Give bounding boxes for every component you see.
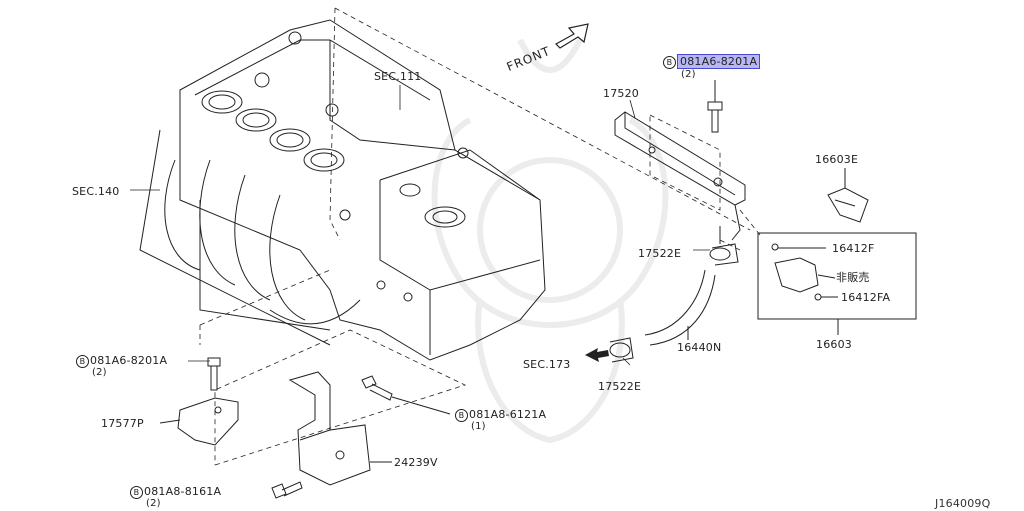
bottom-bolt [271,481,303,499]
fuel-hose [609,226,739,363]
part-17577p-label[interactable]: 17577P [101,417,144,430]
bolt-top-part-number[interactable]: 081A6-8201A [677,54,761,69]
bracket-17577p [159,357,239,446]
bolt-bottom-part-number[interactable]: 081A8-8161A [144,485,222,498]
bolt-marker-icon: B [455,408,468,422]
sec-173-arrow [585,348,609,362]
bolt-top-qty: (2) [681,69,696,80]
clip-16603e [827,168,869,223]
fuel-rail [614,111,746,241]
bolt-bottom-qty: (2) [146,498,161,509]
part-16603e-label[interactable]: 16603E [815,153,859,166]
bolt-marker-icon: B [76,354,89,368]
part-17522e-upper-label[interactable]: 17522E [638,247,682,260]
part-16440n-label[interactable]: 16440N [677,341,722,354]
engine-block [139,19,546,361]
bolt-mid-qty: (1) [471,421,486,432]
bracket-24239v [288,371,392,486]
bolt-left-qty: (2) [92,367,107,378]
bolt-left-part-number[interactable]: 081A6-8201A [90,354,168,367]
sec-140-label[interactable]: SEC.140 [72,185,120,198]
bolt-marker-icon: B [130,485,143,499]
part-24239v-label[interactable]: 24239V [394,456,438,469]
rail-bolt [707,80,723,133]
not-for-sale-label: 非販売 [836,271,870,284]
part-17522e-lower-label[interactable]: 17522E [598,380,642,393]
front-arrow [555,23,589,49]
part-16412fa-label[interactable]: 16412FA [841,291,891,304]
bolt-marker-icon: B [663,55,676,69]
injector-box [757,232,917,335]
diagram-reference-code: J164009Q [935,497,991,510]
sec-173-label[interactable]: SEC.173 [523,358,571,371]
part-17520-label[interactable]: 17520 [603,87,639,100]
part-16603-label[interactable]: 16603 [816,338,852,351]
mid-bolt [361,375,451,415]
leader-lines [130,85,710,366]
bolt-mid-part-number[interactable]: 081A8-6121A [469,408,547,421]
part-16412f-label[interactable]: 16412F [832,242,875,255]
sec-111-label[interactable]: SEC.111 [374,70,422,83]
